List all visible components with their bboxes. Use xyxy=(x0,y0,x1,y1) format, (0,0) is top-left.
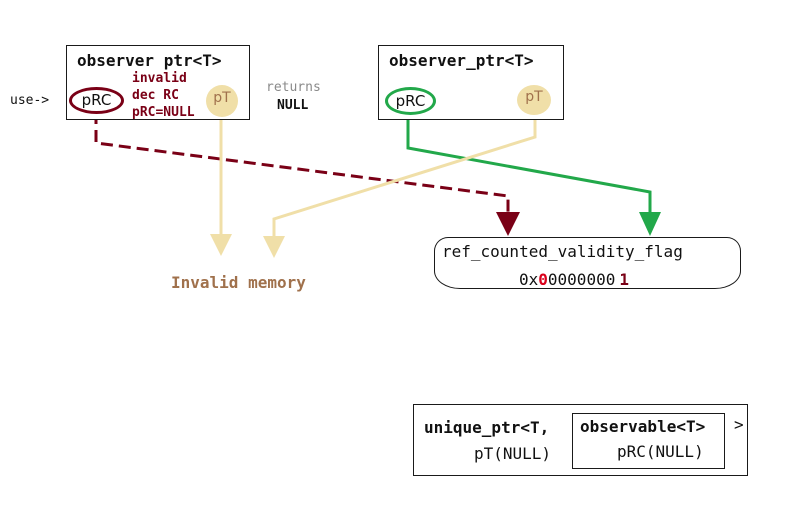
right-prc-ellipse xyxy=(385,87,436,115)
validity-flag-box xyxy=(434,237,741,289)
right-prc-label: pRC xyxy=(395,92,426,110)
validity-flag-value-rest: 0000000 xyxy=(547,270,616,289)
validity-flag-value-last: 1 xyxy=(619,270,629,289)
left-observer-title: observer ptr<T> xyxy=(77,51,222,70)
left-observer-note-line2: dec RC xyxy=(132,88,179,103)
left-prc-label: pRC xyxy=(81,91,112,109)
invalid-memory-label: Invalid memory xyxy=(171,273,306,292)
right-pt-circle xyxy=(517,85,551,115)
validity-flag-value-red-digit: 0 xyxy=(538,270,548,289)
left-observer-note-line3: pRC=NULL xyxy=(132,105,195,120)
unique-ptr-closing: > xyxy=(734,415,744,434)
unique-ptr-pt-null: pT(NULL) xyxy=(474,444,552,463)
left-observer-note-line1: invalid xyxy=(132,71,187,86)
unique-ptr-title: unique_ptr<T, xyxy=(424,418,550,437)
right-pt-arrowhead xyxy=(263,236,285,258)
left-prc-ellipse xyxy=(69,87,124,114)
observable-title: observable<T> xyxy=(580,417,706,436)
right-prc-connector xyxy=(406,114,652,214)
use-label: use-> xyxy=(10,93,50,108)
null-label: NULL xyxy=(277,98,309,113)
validity-flag-value-prefix: 0x xyxy=(519,270,539,289)
left-pt-label: pT xyxy=(213,90,231,106)
right-pt-connector xyxy=(272,113,537,236)
left-pt-circle xyxy=(206,85,238,117)
left-pt-arrowhead xyxy=(210,234,232,256)
returns-label: returns xyxy=(266,80,321,95)
observable-box xyxy=(572,413,725,469)
right-prc-arrowhead xyxy=(639,212,661,236)
left-prc-dashed-connector xyxy=(94,112,510,214)
right-pt-label: pT xyxy=(525,89,543,105)
left-prc-arrowhead xyxy=(496,212,520,236)
validity-flag-title: ref_counted_validity_flag xyxy=(442,242,683,261)
right-observer-title: observer_ptr<T> xyxy=(389,51,534,70)
observable-prc-null: pRC(NULL) xyxy=(617,442,704,461)
